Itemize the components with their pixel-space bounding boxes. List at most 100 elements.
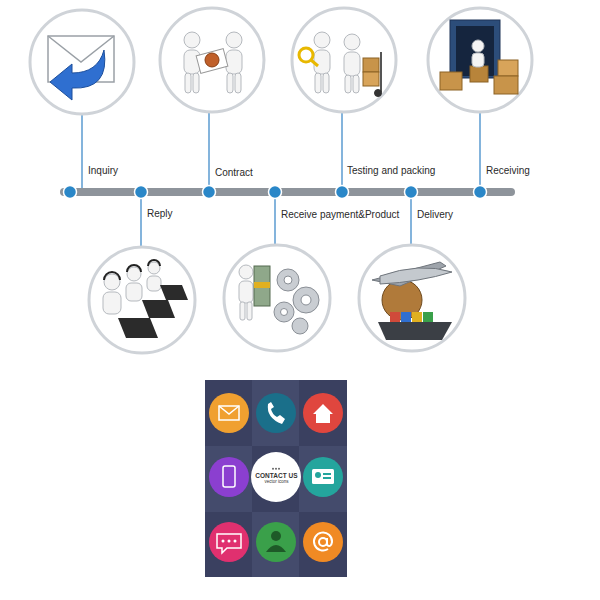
chat-icon <box>209 522 249 562</box>
chat-symbol <box>234 540 237 543</box>
step-label: Reply <box>147 208 173 220</box>
timeline-dot <box>203 186 216 199</box>
gear <box>292 318 308 334</box>
laptop <box>118 318 158 338</box>
picture-frame <box>224 245 330 351</box>
stem <box>410 196 412 245</box>
wheel <box>375 90 382 97</box>
mail-icon <box>209 393 249 433</box>
figure-head <box>226 32 242 48</box>
money-stack <box>254 266 270 306</box>
picture-frame <box>89 247 195 353</box>
figure-head <box>127 267 141 281</box>
figure-body <box>103 292 121 314</box>
ship-container <box>423 312 433 322</box>
step-label: Receive payment&Product <box>281 209 399 221</box>
gear <box>277 269 299 291</box>
picture-frames <box>30 8 532 353</box>
envelope-picture <box>48 36 114 100</box>
chat-symbol <box>217 534 241 553</box>
at-icon <box>303 522 343 562</box>
figure-leg <box>345 75 351 93</box>
picture-frame <box>160 8 264 112</box>
person-symbol <box>271 531 281 541</box>
person-symbol <box>266 545 286 552</box>
figure-leg <box>240 302 245 320</box>
figure-leg <box>235 73 241 93</box>
hand-truck <box>380 52 382 92</box>
chat-symbol <box>222 540 225 543</box>
picture-frame <box>359 245 465 351</box>
step-label: Testing and packing <box>347 165 435 177</box>
figure-body <box>472 53 484 67</box>
panel-cell <box>252 380 299 446</box>
contract-seal <box>205 53 219 67</box>
timeline-dots <box>64 186 487 199</box>
picture-frame <box>292 8 396 112</box>
mail-symbol <box>219 406 239 414</box>
stem-lines <box>82 113 480 247</box>
card-symbol <box>315 472 321 478</box>
panel-cell <box>205 446 252 512</box>
timeline-dot <box>474 186 487 199</box>
stem <box>140 196 142 247</box>
figure-body <box>314 50 330 74</box>
figure-body <box>126 283 142 301</box>
gear <box>274 302 294 322</box>
timeline-dot <box>405 186 418 199</box>
contact-badge: CONTACT USvector icons <box>251 452 301 502</box>
mobile-icon <box>209 457 249 497</box>
box <box>494 76 518 94</box>
box <box>440 72 462 90</box>
ship-container <box>390 312 400 322</box>
mail-symbol <box>219 406 239 420</box>
at-symbol <box>314 533 332 551</box>
stem <box>81 115 83 188</box>
step-label: Delivery <box>417 209 453 221</box>
card-icon <box>303 457 343 497</box>
figure-leg <box>227 73 233 93</box>
step-label: Contract <box>215 167 253 179</box>
picture-frame <box>428 8 532 112</box>
figure-head <box>314 32 330 48</box>
badge-heading: CONTACT US <box>255 472 298 479</box>
gear-hole <box>281 309 288 316</box>
box <box>498 60 518 76</box>
timeline-dot <box>135 186 148 199</box>
at-symbol <box>319 538 327 546</box>
figure-head <box>472 40 484 52</box>
figure-body <box>344 52 360 76</box>
contact-panel <box>205 380 347 577</box>
figure-head <box>239 265 253 279</box>
figure-leg <box>193 73 199 93</box>
delivery-picture <box>372 262 452 340</box>
laptop <box>160 285 188 300</box>
phone-icon <box>256 393 296 433</box>
gear-hole <box>284 276 292 284</box>
mobile-symbol <box>223 466 235 487</box>
box <box>470 66 488 82</box>
figure-body <box>147 276 161 291</box>
home-symbol <box>313 404 333 423</box>
headset <box>104 272 120 280</box>
reply-arrow <box>50 50 105 100</box>
timeline-bar <box>60 188 515 196</box>
money-band <box>254 282 270 288</box>
figure-head <box>184 32 200 48</box>
figure-head <box>104 274 120 290</box>
stem <box>341 113 343 188</box>
stem <box>208 113 210 188</box>
chat-symbol <box>228 540 231 543</box>
receiving-picture <box>440 20 518 94</box>
laptop <box>142 300 175 318</box>
figure-head <box>344 34 360 50</box>
reply-picture <box>103 260 188 338</box>
card-symbol <box>312 469 334 484</box>
magnifier <box>299 48 313 62</box>
badge-dot <box>278 468 280 470</box>
figure-leg <box>353 75 359 93</box>
headset <box>148 260 160 266</box>
gear <box>293 287 319 313</box>
stem <box>274 196 276 245</box>
